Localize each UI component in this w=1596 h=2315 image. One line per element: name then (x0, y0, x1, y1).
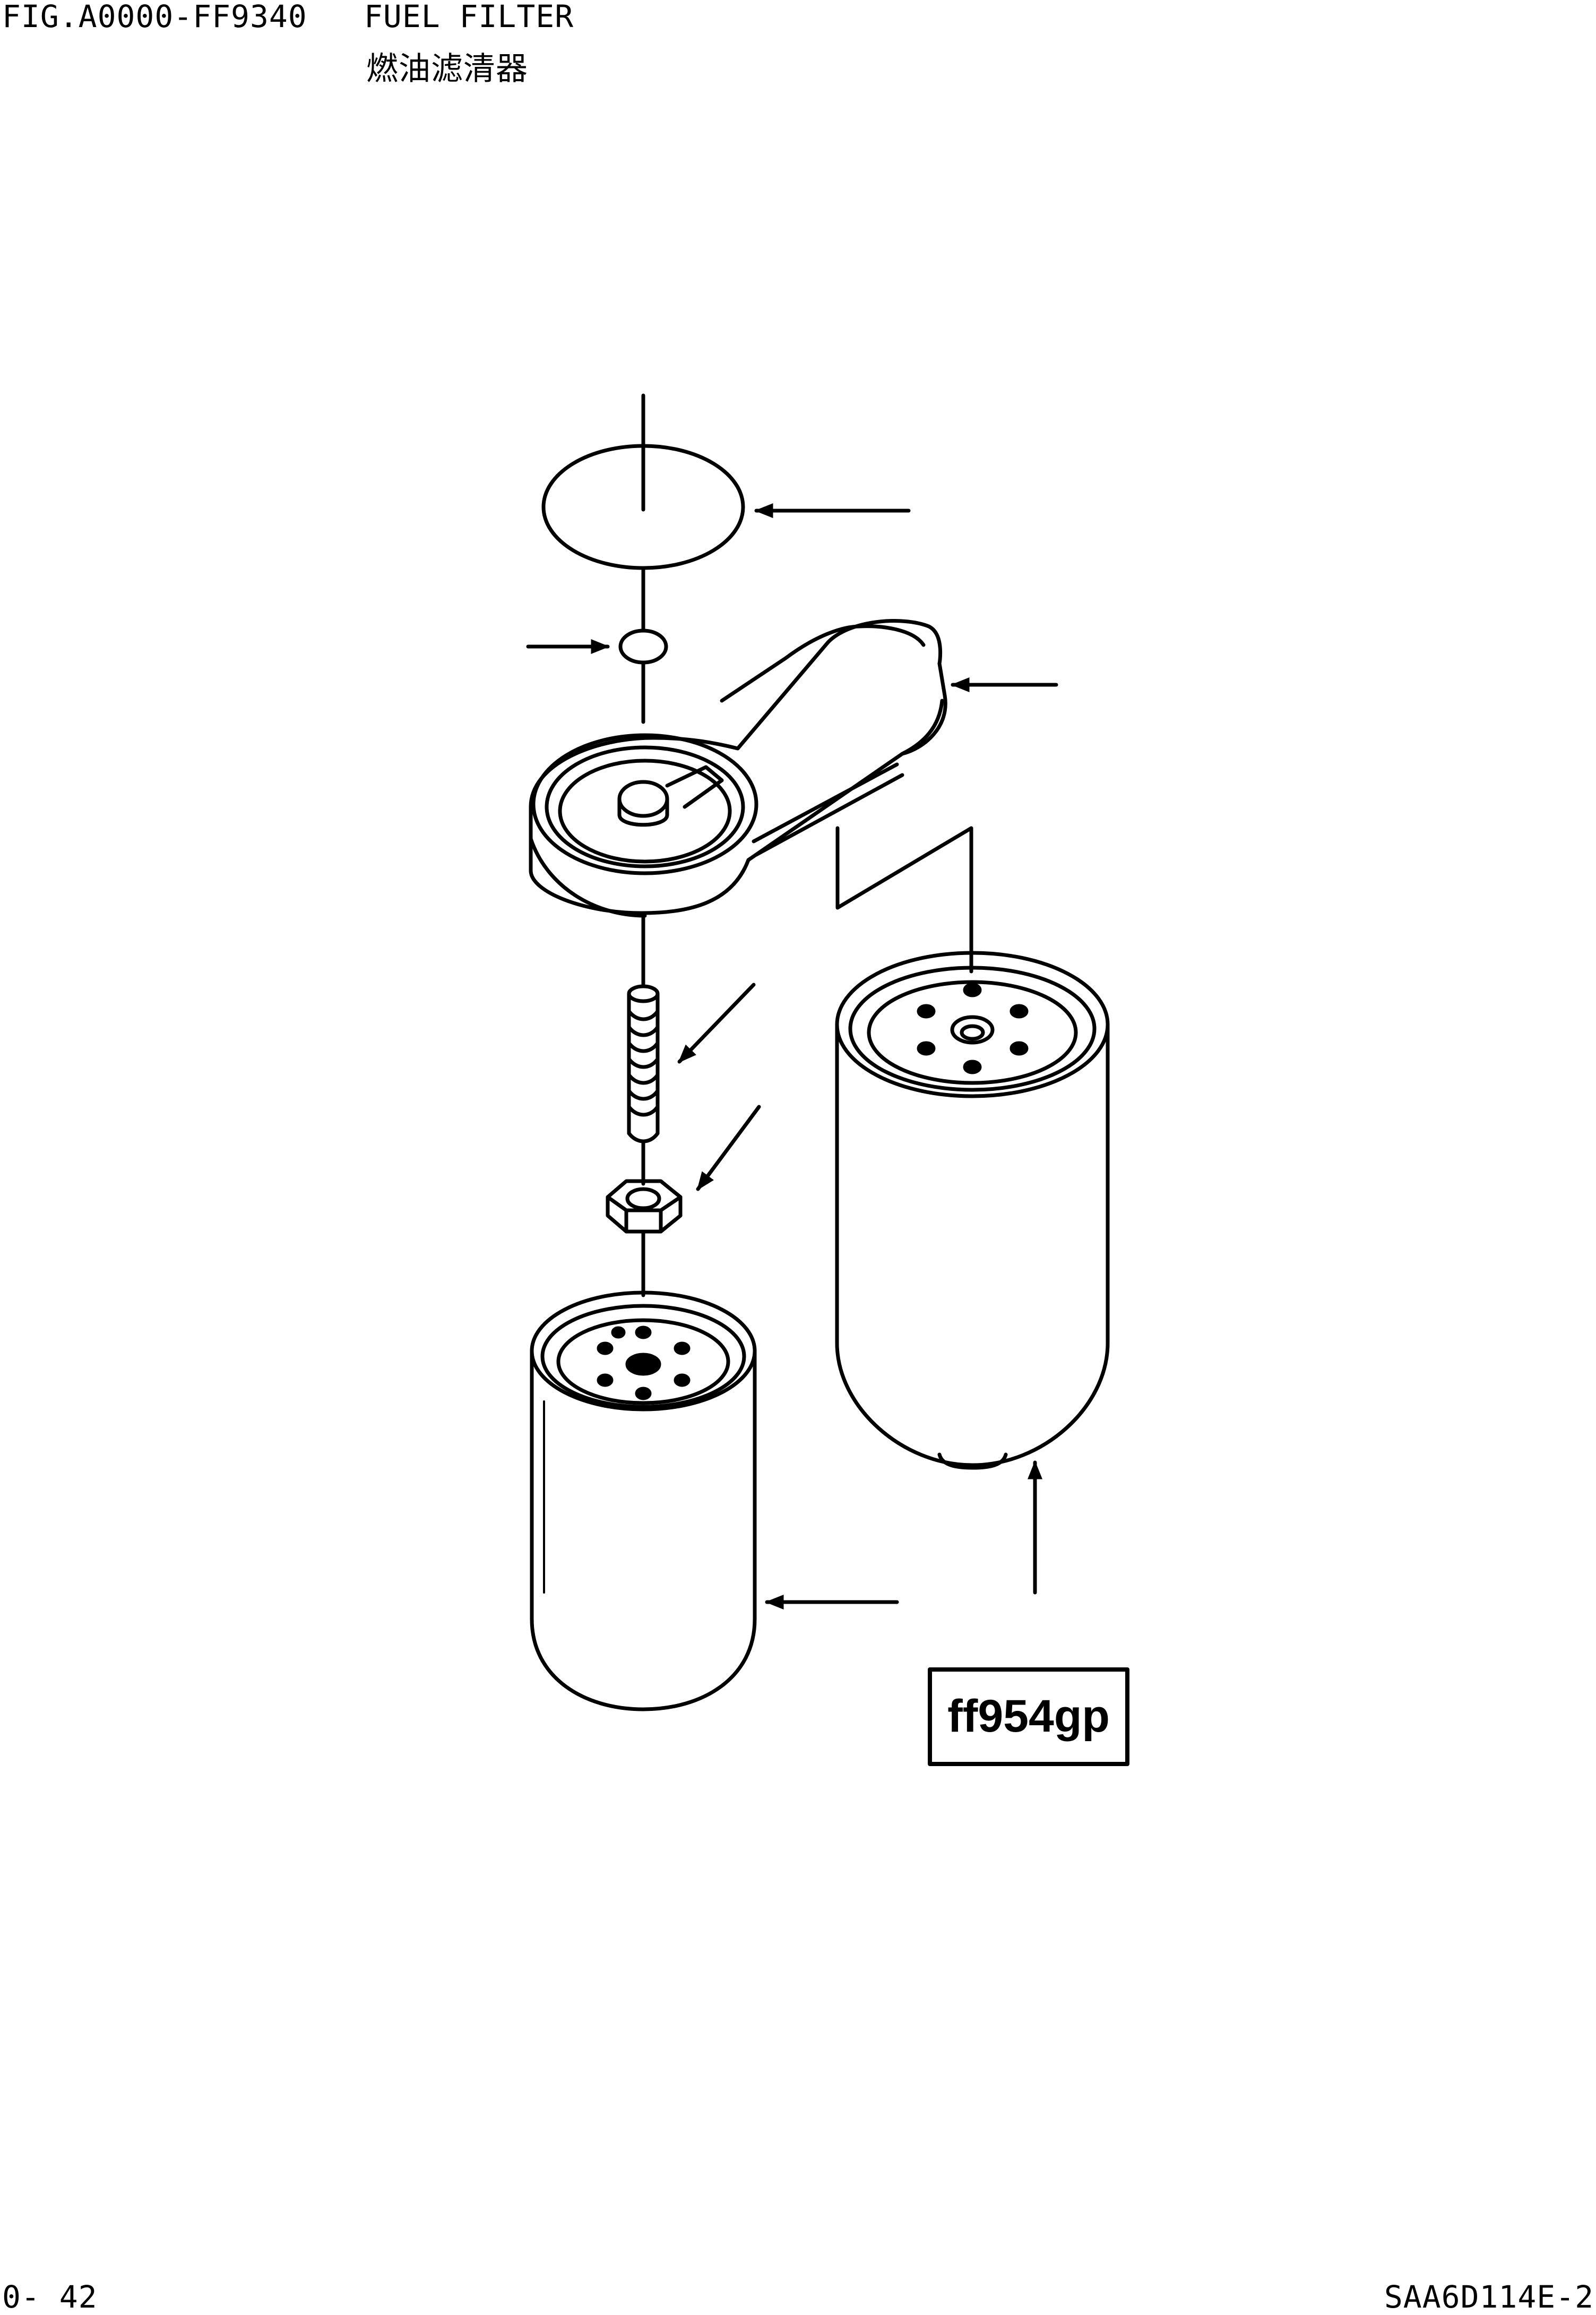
part-label-box (928, 1667, 1129, 1766)
part-label: ff954gp (947, 1691, 1110, 1742)
o-ring (618, 629, 668, 665)
page-title-chinese: 燃油滤清器 (366, 50, 528, 88)
leader-line (835, 826, 973, 974)
fuel-filter-cartridge-left (530, 1290, 757, 1711)
filter-head-bracket (529, 619, 947, 918)
hex-nut (606, 1179, 683, 1234)
page-number: 0- 42 (2, 2279, 98, 2315)
page-title: FUEL FILTER (364, 0, 574, 35)
callout-arrow (696, 1105, 761, 1191)
figure-code: FIG.A0000-FF9340 (2, 0, 307, 35)
threaded-stud (627, 984, 660, 1143)
model-code: SAA6D114E-2 (1384, 2279, 1594, 2315)
fuel-filter-cartridge-right (835, 951, 1110, 1470)
callout-arrow (677, 983, 756, 1064)
